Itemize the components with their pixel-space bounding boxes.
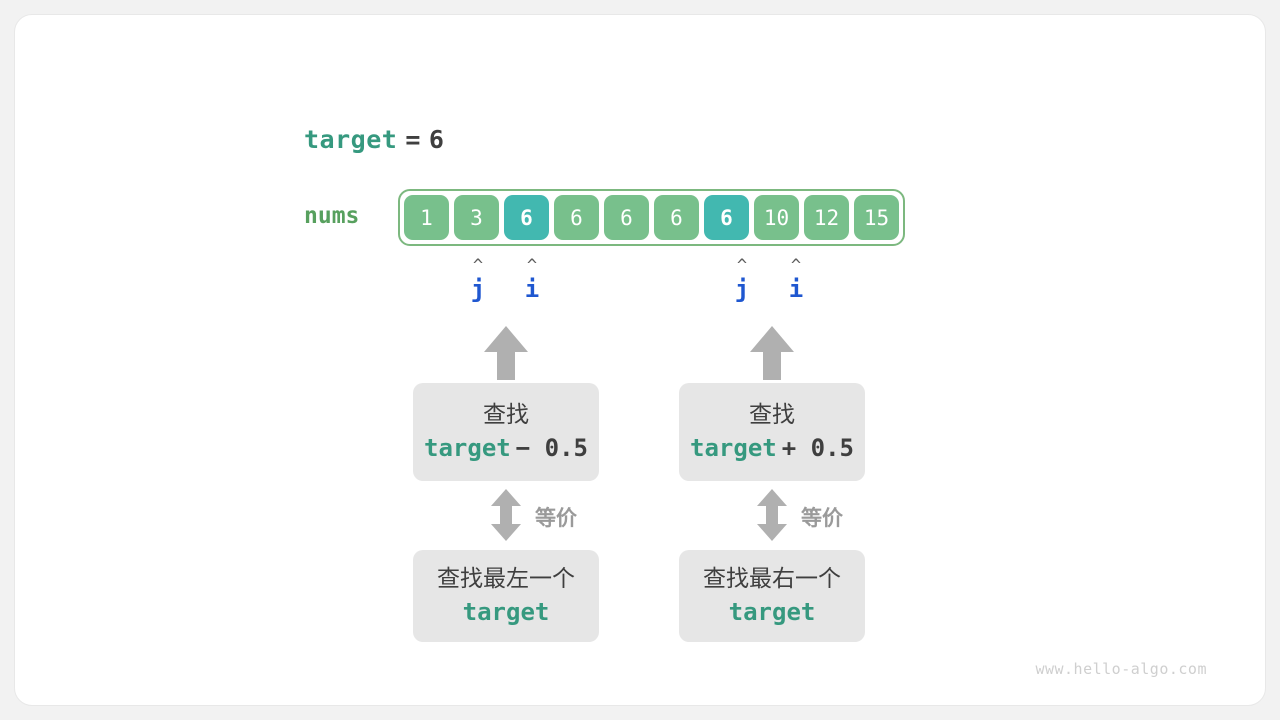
pointer-i-right: ^ i — [776, 258, 816, 304]
expression-operator: + 0.5 — [781, 434, 854, 462]
pointer-i-left: ^ i — [512, 258, 552, 304]
equivalence-arrow-icon-right — [757, 489, 787, 541]
array-cell-2[interactable]: 6 — [504, 195, 549, 240]
rightmost-target-box[interactable]: 查找最右一个 target — [679, 550, 865, 642]
rightmost-target-title: 查找最右一个 — [703, 566, 841, 592]
array-label: nums — [304, 203, 360, 229]
up-arrow-icon-left — [484, 326, 528, 380]
caret-icon: ^ — [526, 256, 538, 276]
equals-operator: = — [405, 125, 421, 154]
pointer-label-i: i — [524, 275, 540, 303]
array-cell-3[interactable]: 6 — [554, 195, 599, 240]
pointer-label-i: i — [788, 275, 804, 303]
array-cell-4[interactable]: 6 — [604, 195, 649, 240]
equivalence-label-left: 等价 — [535, 506, 577, 530]
expression-operator: − 0.5 — [515, 434, 588, 462]
search-box-target-minus[interactable]: 查找 target− 0.5 — [413, 383, 599, 481]
expression-variable: target — [728, 598, 816, 626]
target-expression: target=6 — [304, 125, 444, 154]
array-cell-6[interactable]: 6 — [704, 195, 749, 240]
search-box-target-plus[interactable]: 查找 target+ 0.5 — [679, 383, 865, 481]
caret-icon: ^ — [472, 256, 484, 276]
search-box-expression: target+ 0.5 — [690, 431, 854, 465]
pointer-j-left: ^ j — [458, 258, 498, 304]
array-cell-7[interactable]: 10 — [754, 195, 799, 240]
leftmost-target-expression: target — [463, 595, 550, 629]
nums-array: 1 3 6 6 6 6 6 10 12 15 — [398, 189, 905, 246]
expression-variable: target — [424, 434, 511, 462]
search-box-expression: target− 0.5 — [424, 431, 588, 465]
expression-variable: target — [462, 598, 550, 626]
diagram-card: target=6 nums 1 3 6 6 6 6 6 10 12 15 ^ j… — [14, 14, 1266, 706]
pointer-label-j: j — [470, 275, 486, 303]
array-cell-0[interactable]: 1 — [404, 195, 449, 240]
up-arrow-icon-right — [750, 326, 794, 380]
pointer-j-right: ^ j — [722, 258, 762, 304]
caret-icon: ^ — [736, 256, 748, 276]
rightmost-target-expression: target — [729, 595, 816, 629]
leftmost-target-box[interactable]: 查找最左一个 target — [413, 550, 599, 642]
expression-variable: target — [690, 434, 777, 462]
equivalence-label-right: 等价 — [801, 506, 843, 530]
pointer-label-j: j — [734, 275, 750, 303]
equivalence-arrow-icon-left — [491, 489, 521, 541]
array-cell-8[interactable]: 12 — [804, 195, 849, 240]
target-value: 6 — [428, 125, 445, 154]
array-cell-9[interactable]: 15 — [854, 195, 899, 240]
array-cell-5[interactable]: 6 — [654, 195, 699, 240]
search-box-title: 查找 — [749, 402, 795, 428]
search-box-title: 查找 — [483, 402, 529, 428]
site-watermark: www.hello-algo.com — [1035, 660, 1207, 678]
array-cell-1[interactable]: 3 — [454, 195, 499, 240]
target-variable: target — [304, 125, 398, 154]
leftmost-target-title: 查找最左一个 — [437, 566, 575, 592]
caret-icon: ^ — [790, 256, 802, 276]
